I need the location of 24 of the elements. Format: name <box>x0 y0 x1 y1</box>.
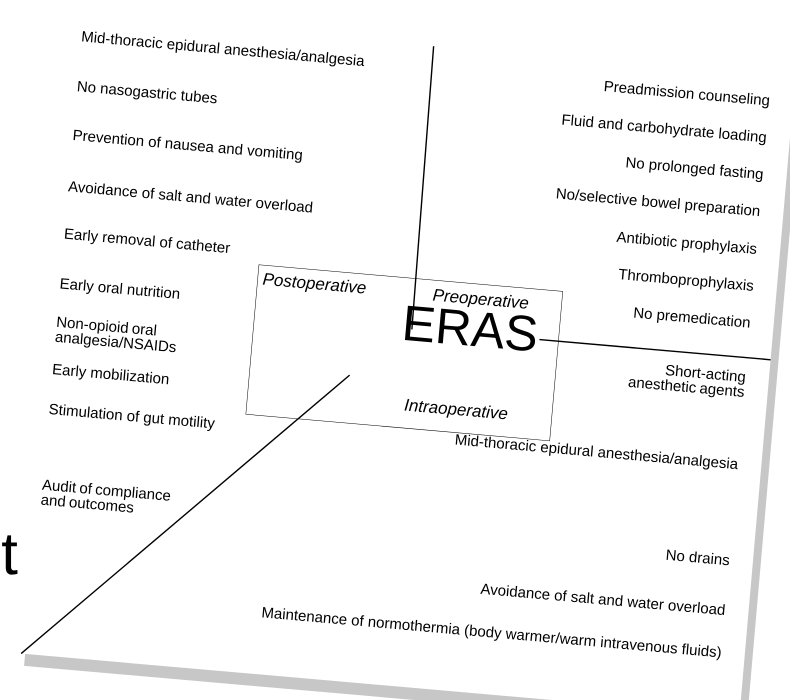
list-item: Prevention of nausea and vomiting <box>74 130 302 163</box>
list-item: Audit of compliance and outcomes <box>41 480 170 512</box>
list-item: Early removal of catheter <box>64 228 230 253</box>
list-item: Avoidance of salt and water overload <box>480 584 725 616</box>
list-item: No nasogastric tubes <box>78 80 217 104</box>
list-item: Stimulation of gut motility <box>49 404 216 431</box>
list-item: No prolonged fasting <box>626 157 763 182</box>
phase-label: Postoperative <box>262 273 366 294</box>
list-item: Fluid and carbohydrate loading <box>562 114 766 146</box>
list-item: No drains <box>666 550 730 566</box>
list-item: Mid-thoracic epidural anesthesia/analgesia <box>456 434 738 470</box>
list-item: Short-acting anesthetic agents <box>628 364 746 398</box>
phase-label: Intraoperative <box>404 398 508 420</box>
list-item: Antibiotic prophylaxis <box>616 232 756 254</box>
list-item: Early oral nutrition <box>60 278 180 299</box>
list-item: Non-opioid oral analgesia/NSAIDs <box>55 316 176 352</box>
list-item: Mid-thoracic epidural anesthesia/analgesia <box>82 31 364 66</box>
list-item: Avoidance of salt and water overload <box>68 181 312 213</box>
list-item: Early mobilization <box>53 364 168 384</box>
list-item: No premedication <box>634 307 750 328</box>
list-item: Thromboprophylaxis <box>619 268 754 291</box>
slide-text: t <box>2 535 18 575</box>
list-item: Preadmission counseling <box>604 80 770 108</box>
list-item: No/selective bowel preparation <box>556 188 760 216</box>
